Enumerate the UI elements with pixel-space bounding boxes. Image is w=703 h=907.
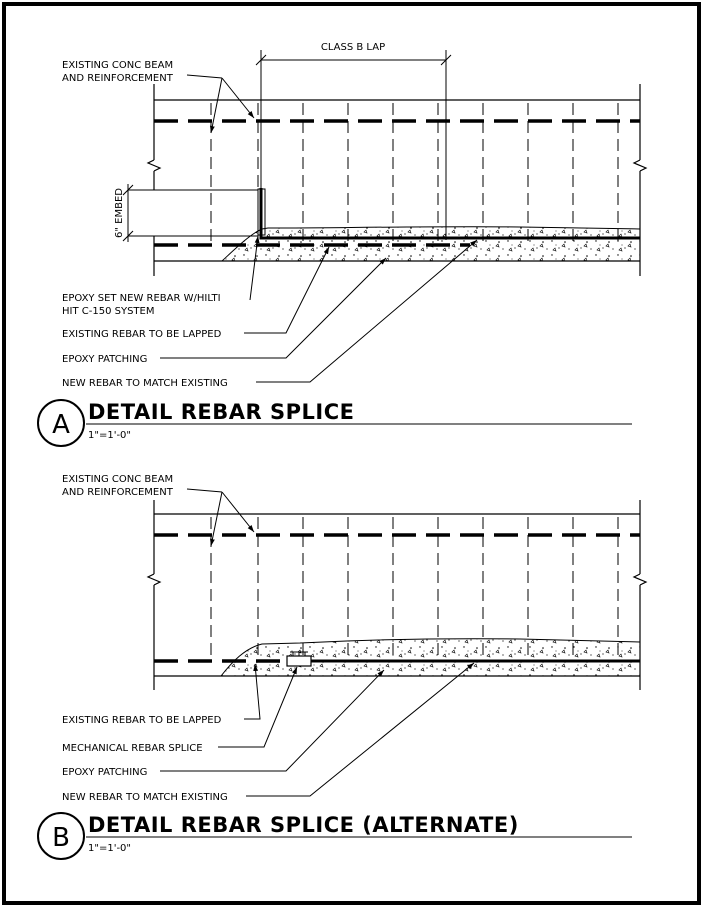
callout-existing-beam-line1: EXISTING CONC BEAM [62,60,173,71]
epoxy-patching-b [219,638,641,677]
embed-dimension-a [122,184,258,242]
leader-existing-rebar-b [244,663,261,720]
leader-epoxy-set [249,235,260,301]
callout-existing-beam-b-line2: AND REINFORCEMENT [62,487,174,498]
callout-new-rebar-b: NEW REBAR TO MATCH EXISTING [62,792,228,803]
mechanical-splice-coupler [286,655,312,667]
callout-epoxy-patching-b: EPOXY PATCHING [62,767,147,778]
leader-mechanical-splice [218,666,298,748]
detail-bubble-letter-b: B [52,823,70,853]
leader-epoxy-patching-b [160,669,385,772]
callout-existing-rebar-a: EXISTING REBAR TO BE LAPPED [62,329,222,340]
callout-epoxy-set-line2: HIT C-150 SYSTEM [62,306,154,317]
coupler-bolts [290,651,308,656]
stirrups-a [210,103,619,246]
leader-existing-beam-a [186,74,255,134]
callout-existing-beam-b-line1: EXISTING CONC BEAM [62,474,173,485]
leader-existing-rebar-a [244,246,330,334]
callout-epoxy-patching-a: EPOXY PATCHING [62,354,147,365]
lap-dimension-a [255,50,452,240]
detail-a: CLASS B LAP 6" EMBED EXISTING CONC BEAM … [37,42,648,447]
detail-scale-b: 1"=1'-0" [88,843,131,854]
callout-existing-beam-line2: AND REINFORCEMENT [62,73,174,84]
leader-epoxy-patching-a [160,257,387,359]
callout-mechanical-splice: MECHANICAL REBAR SPLICE [62,743,203,754]
leader-new-rebar-a [256,239,478,383]
callout-epoxy-set-line1: EPOXY SET NEW REBAR W/HILTI [62,293,221,304]
detail-scale-a: 1"=1'-0" [88,430,131,441]
detail-bubble-a [37,399,85,447]
detail-title-b: DETAIL REBAR SPLICE (ALTERNATE) [88,813,519,837]
epoxy-embed-a [257,188,266,236]
detail-bubble-b [37,812,85,860]
lap-dimension-label: CLASS B LAP [321,42,385,53]
leader-new-rebar-b [246,662,475,797]
detail-title-a: DETAIL REBAR SPLICE [88,400,354,424]
detail-bubble-letter-a: A [52,410,70,440]
callout-new-rebar-a: NEW REBAR TO MATCH EXISTING [62,378,228,389]
callout-existing-rebar-b: EXISTING REBAR TO BE LAPPED [62,715,222,726]
detail-b: EXISTING CONC BEAM AND REINFORCEMENT EXI… [37,474,648,860]
stirrups-b [210,517,619,660]
embed-dimension-label: 6" EMBED [114,188,125,238]
leader-existing-beam-b [186,488,255,547]
